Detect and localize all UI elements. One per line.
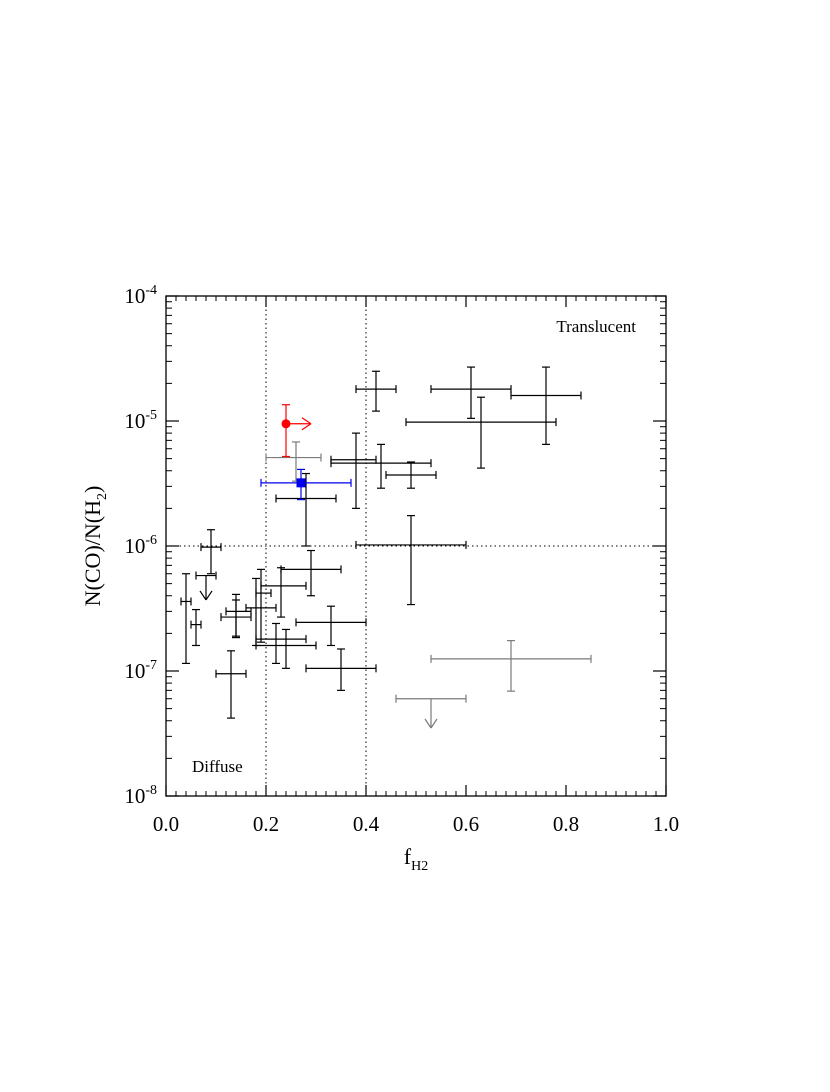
translucent-label: Translucent — [556, 317, 636, 336]
data-point — [295, 605, 367, 647]
data-point — [260, 567, 307, 618]
data-point — [255, 622, 307, 665]
x-tick-label: 0.4 — [353, 812, 380, 836]
data-point — [275, 472, 337, 547]
y-tick-label: 10-7 — [124, 658, 157, 683]
data-point — [215, 650, 247, 719]
data-point — [200, 529, 222, 575]
diffuse-label: Diffuse — [192, 757, 243, 776]
upper-limit-arrow-head — [430, 718, 438, 729]
data-point — [355, 515, 467, 606]
x-tick-label: 1.0 — [653, 812, 679, 836]
data-point — [265, 441, 322, 482]
data-point — [395, 694, 467, 729]
axis-ticks — [165, 295, 667, 797]
data-point — [225, 593, 252, 637]
data-point — [430, 366, 512, 419]
tick-labels: 0.0 0.2 0.4 0.6 0.8 1.0 10-4 10-5 10-6 10-7 10-8 — [124, 283, 679, 836]
square-marker — [296, 478, 306, 488]
data-point — [355, 370, 397, 412]
x-axis-title: fH2 — [404, 844, 428, 874]
data-point — [255, 568, 272, 643]
circle-marker — [281, 419, 291, 429]
upper-limit-arrow-head — [424, 718, 432, 729]
x-tick-label: 0.2 — [253, 812, 279, 836]
data-point — [430, 640, 592, 692]
x-tick-label: 0.8 — [553, 812, 579, 836]
reference-lines — [166, 296, 666, 796]
y-axis-title: N(CO)/N(H2) — [80, 486, 110, 607]
data-point — [330, 443, 432, 489]
data-point — [220, 599, 252, 639]
data-point — [190, 608, 202, 647]
lower-limit-arrow-head — [301, 423, 312, 431]
data-point — [510, 366, 582, 445]
x-tick-label: 0.6 — [453, 812, 479, 836]
data-point — [280, 549, 342, 597]
y-tick-label: 10-8 — [124, 783, 157, 808]
data-point — [255, 628, 317, 669]
lower-limit-arrow-head — [301, 417, 312, 425]
y-tick-label: 10-5 — [124, 408, 157, 433]
data-points — [180, 366, 592, 729]
data-point — [330, 432, 377, 509]
data-point — [305, 648, 377, 691]
upper-limit-arrow-head — [205, 590, 213, 601]
y-tick-label: 10-4 — [124, 283, 157, 308]
data-point — [385, 461, 437, 489]
data-point — [195, 571, 217, 601]
data-point — [281, 404, 312, 458]
data-point — [260, 468, 352, 501]
x-tick-label: 0.0 — [153, 812, 179, 836]
data-point — [405, 396, 557, 469]
plot-frame — [165, 295, 667, 797]
data-point — [180, 573, 192, 665]
y-tick-label: 10-6 — [124, 533, 157, 558]
upper-limit-arrow-head — [199, 590, 207, 601]
